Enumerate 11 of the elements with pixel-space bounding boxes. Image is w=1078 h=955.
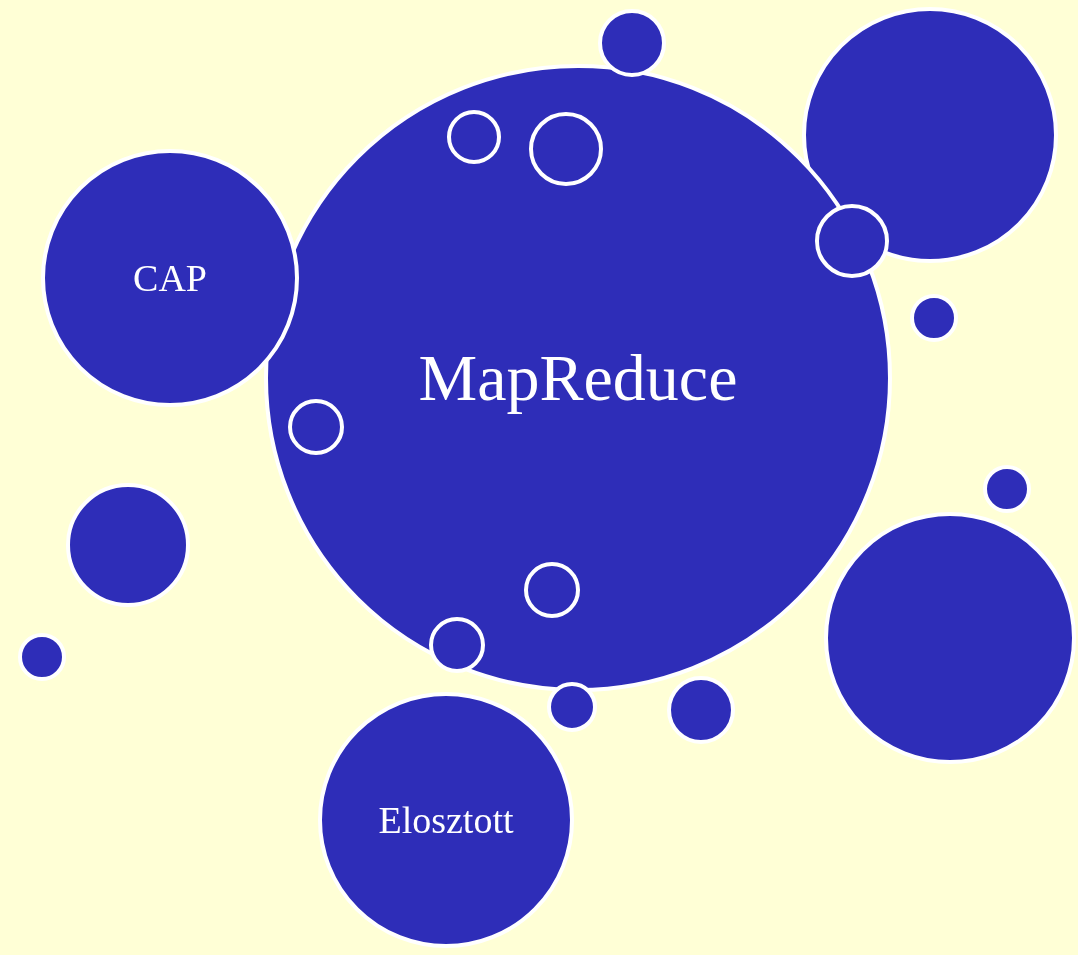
topic-label: CAP <box>133 256 207 300</box>
circle-node <box>910 294 958 342</box>
circle-node <box>547 682 597 732</box>
circle-node <box>524 562 580 618</box>
circle-node <box>983 465 1031 513</box>
topic-label: MapReduce <box>418 340 738 416</box>
circle-node <box>598 9 666 77</box>
topic-label: Elosztott <box>378 798 514 842</box>
circle-node <box>18 633 66 681</box>
circle-node <box>447 110 501 164</box>
circle-node <box>288 399 344 455</box>
